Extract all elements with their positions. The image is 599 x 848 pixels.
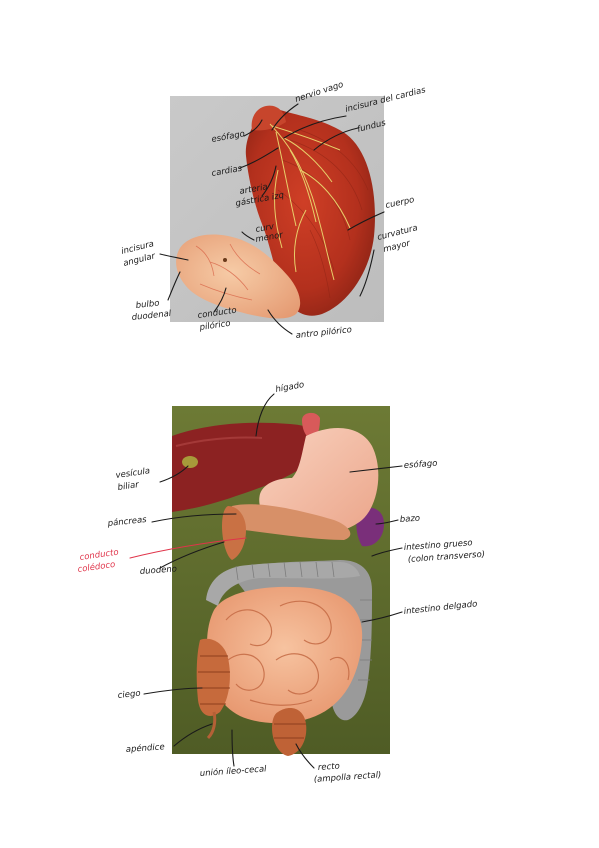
stomach-leaders xyxy=(159,103,385,335)
label-bazo: bazo xyxy=(400,514,421,525)
vagus-nerve-branches xyxy=(269,123,351,281)
rectum-folds xyxy=(274,723,306,739)
duodenum xyxy=(222,506,246,560)
label-bulbo-line2: duodenal xyxy=(131,309,172,323)
antrum-vessels xyxy=(195,243,261,301)
label-duodeno: duodeno xyxy=(140,564,178,577)
label-bulbo-line1: bulbo xyxy=(135,299,160,311)
label-antro-pilorico: antro pilórico xyxy=(295,324,352,341)
stomach-muscle-layer xyxy=(245,108,375,316)
label-vesicula-line2: biliar xyxy=(117,480,140,493)
label-union-ileo-cecal: unión íleo-cecal xyxy=(199,763,267,779)
pyloric-antrum xyxy=(176,234,301,319)
label-esofago: esófago xyxy=(403,458,437,471)
label-recto-line1: recto xyxy=(318,761,341,773)
pancreas xyxy=(228,504,351,540)
label-curv-mayor-line2: mayor xyxy=(382,239,411,255)
label-curv-menor-line2: menor xyxy=(255,230,284,245)
label-ciego: ciego xyxy=(117,689,141,701)
antrum-marker xyxy=(223,258,227,262)
cecum xyxy=(196,638,230,716)
label-cuerpo: cuerpo xyxy=(385,195,416,211)
rectum xyxy=(272,708,307,756)
label-intestino-grueso-line1: intestino grueso xyxy=(404,538,473,553)
gallbladder xyxy=(182,456,198,468)
label-arteria-line1: arteria xyxy=(239,182,269,197)
label-higado: hígado xyxy=(275,380,305,395)
digestive-leaders xyxy=(129,393,403,769)
label-vesicula-line1: vesícula xyxy=(115,466,151,481)
liver xyxy=(172,422,323,512)
label-intestino-delgado: intestino delgado xyxy=(403,599,478,617)
stomach-photo xyxy=(170,96,384,322)
appendix xyxy=(206,711,217,740)
digestive-photo xyxy=(172,406,390,756)
label-pancreas: páncreas xyxy=(106,515,147,529)
label-conducto-pilorico-line2: pilórico xyxy=(198,318,231,333)
label-conducto-coledoco-line2: colédoco xyxy=(77,559,116,575)
esophagus-stub xyxy=(251,105,286,131)
label-curv-menor-line1: curv xyxy=(255,222,276,235)
transverse-colon xyxy=(206,562,360,606)
cecum-haustra xyxy=(198,655,230,705)
colon-haustra xyxy=(235,561,372,681)
label-apendice: apéndice xyxy=(125,741,165,755)
stomach xyxy=(259,427,379,535)
small-intestine-loops xyxy=(225,600,350,706)
label-recto-line2: (ampolla rectal) xyxy=(314,770,382,785)
